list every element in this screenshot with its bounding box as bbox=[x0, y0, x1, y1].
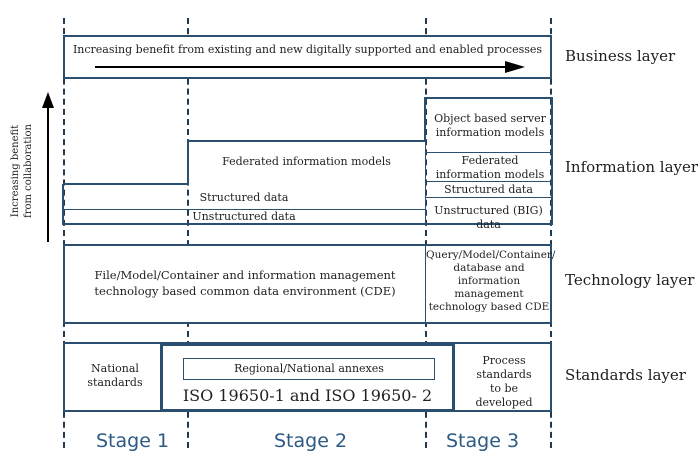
stage-2-label: Stage 2 bbox=[274, 430, 348, 452]
stage-3-label: Stage 3 bbox=[446, 430, 520, 452]
stage-divider-4 bbox=[550, 18, 552, 448]
business-arrow bbox=[95, 61, 525, 73]
info-divider-a bbox=[63, 209, 425, 210]
federated-models-stage3: Federated information models bbox=[435, 154, 545, 181]
info-divider-b bbox=[425, 152, 552, 153]
unstructured-big-data: Unstructured (BIG) data bbox=[434, 204, 543, 231]
business-layer-label: Business layer bbox=[565, 47, 676, 65]
structured-data-stage3: Structured data bbox=[444, 183, 533, 196]
object-models-text: Object based server information models bbox=[434, 112, 546, 139]
unstructured-data-text: Unstructured data bbox=[192, 210, 296, 223]
structured-data-text: Structured data bbox=[199, 191, 289, 204]
collaboration-arrow bbox=[42, 92, 54, 242]
stage-1-label: Stage 1 bbox=[96, 430, 170, 452]
info-divider-stage3 bbox=[425, 141, 426, 224]
national-standards-text: National standards bbox=[87, 362, 143, 389]
iso-text: ISO 19650-1 and ISO 19650- 2 bbox=[182, 386, 433, 405]
regional-annexes-box: Regional/National annexes bbox=[183, 358, 435, 380]
stage-divider-1 bbox=[63, 18, 65, 448]
regional-annexes-text: Regional/National annexes bbox=[234, 362, 384, 375]
technology-layer-label: Technology layer bbox=[565, 271, 695, 289]
stage-divider-2 bbox=[187, 18, 189, 448]
technology-divider bbox=[425, 244, 426, 324]
federated-models-stage2: Federated information models bbox=[222, 155, 391, 168]
process-standards-text: Process standards to be developed bbox=[475, 354, 533, 409]
business-process-text: Increasing benefit from existing and new… bbox=[72, 43, 543, 56]
stage-divider-3 bbox=[425, 18, 427, 448]
iso-box: Regional/National annexes ISO 19650-1 an… bbox=[160, 343, 455, 412]
cde-text: File/Model/Container and information man… bbox=[94, 268, 396, 298]
information-layer-label: Information layer bbox=[565, 158, 699, 176]
business-process-box: Increasing benefit from existing and new… bbox=[63, 35, 552, 79]
technology-box bbox=[63, 244, 552, 324]
standards-layer-label: Standards layer bbox=[565, 366, 686, 384]
info-divider-d bbox=[425, 197, 552, 198]
technology-stage3-text: Query/Model/Container/ database and info… bbox=[426, 249, 556, 313]
info-divider-c bbox=[425, 181, 552, 182]
